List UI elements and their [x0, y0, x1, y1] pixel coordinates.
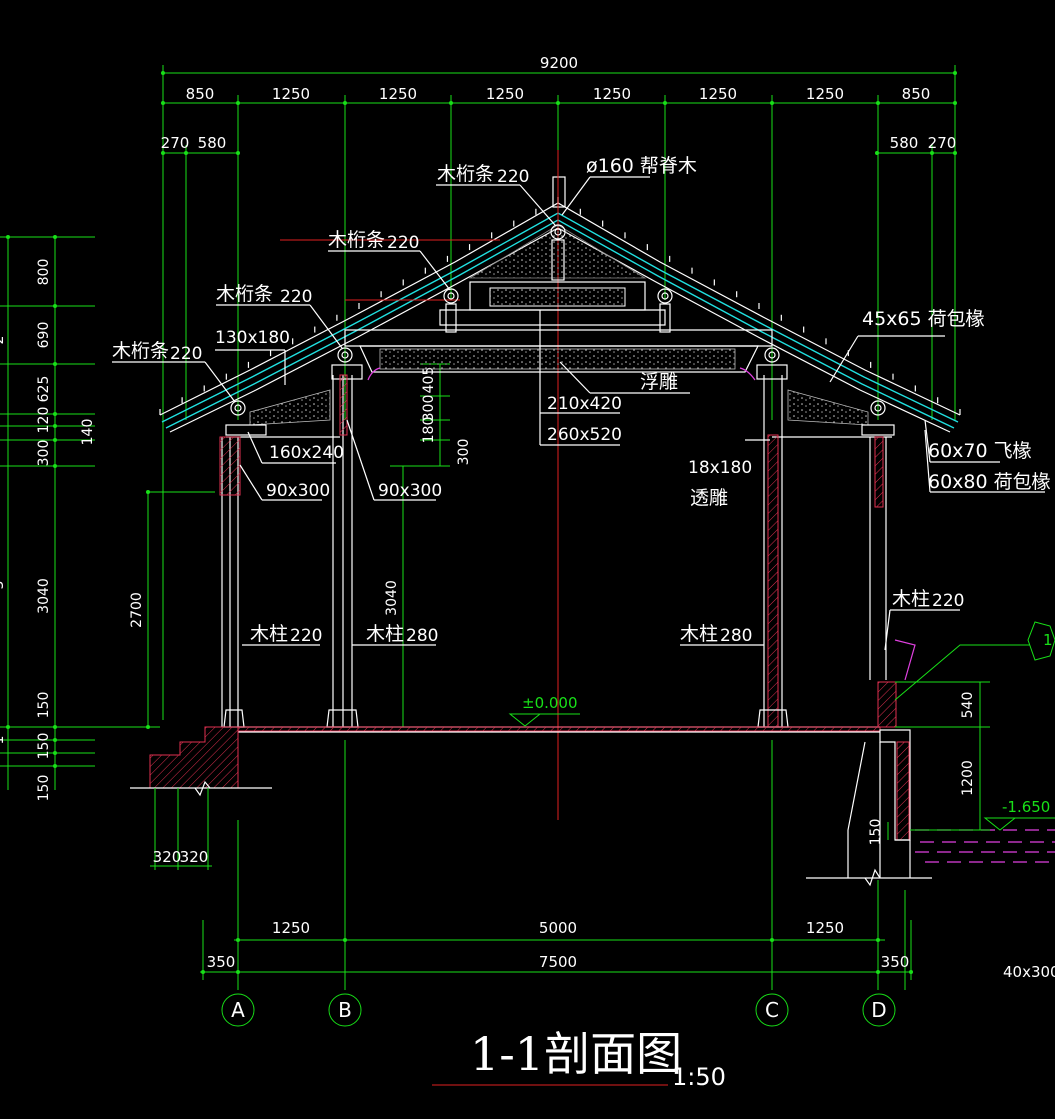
dim-left-120: 120	[36, 407, 52, 434]
label-beam-210: 210x420	[547, 394, 622, 414]
drawing-title-block: 1-1剖面图 1:50	[432, 1027, 726, 1091]
label-relief: 浮雕	[640, 371, 678, 393]
grid-axes: A B C D	[221, 993, 896, 1027]
drawing-scale: 1:50	[672, 1063, 726, 1091]
dim-left-150c: 150	[36, 775, 52, 802]
dim-mid-3040: 3040	[384, 580, 400, 616]
leaders	[112, 176, 1045, 651]
left-dimensions: 800 690 625 120 300 3040 150 150 150 140…	[0, 235, 215, 801]
label-beam-260: 260x520	[547, 425, 622, 445]
dim-left-2700: 2700	[129, 592, 145, 628]
dim-mid-300a: 300	[421, 395, 437, 422]
axis-b: B	[338, 998, 352, 1022]
dim-bottom-1250a: 1250	[272, 919, 310, 937]
dim-left-150a: 150	[36, 692, 52, 719]
label-column-a-size: 220	[290, 626, 322, 646]
columns	[219, 374, 887, 728]
dim-left-800: 800	[36, 259, 52, 286]
dim-bottom-5000: 5000	[539, 919, 577, 937]
dim-top-6: 1250	[699, 85, 737, 103]
dim-mid-300b: 300	[456, 439, 472, 466]
label-openwork: 透雕	[690, 487, 728, 509]
beams	[225, 224, 916, 681]
label-purlin-4: 木桁条	[112, 340, 169, 362]
dim-top-4: 1250	[486, 85, 524, 103]
dim-left-cut-1: 2	[0, 336, 7, 345]
label-column-c-size: 280	[720, 626, 752, 646]
label-beam-90a: 90x300	[266, 481, 330, 501]
dim-footing-2: 320	[180, 848, 209, 866]
dim-left-3040: 3040	[36, 578, 52, 614]
label-purlin-ridge: 木桁条	[437, 163, 494, 185]
axis-d: D	[871, 998, 886, 1022]
dim-left-300: 300	[36, 440, 52, 467]
dim-mid-180: 180	[421, 417, 437, 444]
dim-left-625: 625	[36, 376, 52, 403]
label-column-d: 木柱	[892, 588, 930, 610]
label-openwork-size: 18x180	[688, 458, 752, 478]
bottom-dimensions: 1250 5000 1250 350 7500 350	[200, 740, 913, 990]
dim-top-5: 1250	[593, 85, 631, 103]
label-purlin-4-size: 220	[170, 344, 202, 364]
dim-right-540: 540	[960, 692, 976, 719]
dim-bottom-350b: 350	[881, 953, 910, 971]
mid-dimensions: 405 300 180 300 3040	[384, 363, 472, 727]
dim-footing-1: 320	[153, 848, 182, 866]
dim-bottom-350a: 350	[207, 953, 236, 971]
dim-left-150b: 150	[36, 733, 52, 760]
dim-right-1200: 1200	[960, 760, 976, 796]
label-rafter-bottom: 60x80 荷包椽	[928, 471, 1051, 493]
dim-left-140: 140	[80, 419, 96, 446]
dim-mid-405: 405	[421, 367, 437, 394]
label-beam-160: 160x240	[269, 443, 344, 463]
labels: 木桁条 220 ø160 帮脊木 木桁条 220 木桁条 220 木桁条 220…	[112, 155, 1055, 981]
dim-right-150: 150	[868, 819, 884, 846]
label-rafter-top: 45x65 荷包椽	[862, 308, 985, 330]
label-purlin-2: 木桁条	[328, 229, 385, 251]
dim-bottom-7500: 7500	[539, 953, 577, 971]
label-column-a: 木柱	[250, 623, 288, 645]
label-column-b: 木柱	[366, 623, 404, 645]
label-beam-130: 130x180	[215, 328, 290, 348]
dim-top-7: 1250	[806, 85, 844, 103]
top-dimensions: 9200 850 1250 1250 1250 1250 1250 1250 8…	[161, 54, 957, 720]
label-purlin-2-size: 220	[387, 233, 419, 253]
label-beam-90b: 90x300	[378, 481, 442, 501]
label-purlin-3-size: 220	[280, 287, 312, 307]
dim-left-cut-3: 1	[0, 736, 7, 745]
dim-right-sub-2: 270	[928, 134, 957, 152]
label-flying-rafter: 60x70 飞椽	[928, 440, 1032, 462]
label-purlin-ridge-size: 220	[497, 167, 529, 187]
dim-right-sub-1: 580	[890, 134, 919, 152]
floor-foundation: 320 320 540 1200 150	[130, 621, 1055, 990]
elevation-floor: ±0.000	[522, 694, 578, 712]
label-purlin-3: 木桁条	[216, 283, 273, 305]
label-right-cut: 40x300	[1003, 963, 1055, 981]
dim-bottom-1250b: 1250	[806, 919, 844, 937]
dim-top-8: 850	[902, 85, 931, 103]
dim-top-2: 1250	[272, 85, 310, 103]
label-column-b-size: 280	[406, 626, 438, 646]
axis-c: C	[765, 998, 779, 1022]
dim-top-1: 850	[186, 85, 215, 103]
dim-left-cut-2: 3	[0, 581, 7, 590]
label-ridge-wood: ø160 帮脊木	[586, 155, 697, 177]
detail-marker: 1	[1043, 631, 1053, 649]
label-column-d-size: 220	[932, 591, 964, 611]
dim-left-690: 690	[36, 322, 52, 349]
dim-top-3: 1250	[379, 85, 417, 103]
axis-a: A	[231, 998, 245, 1022]
dim-left-sub-2: 580	[198, 134, 227, 152]
drawing-title: 1-1剖面图	[470, 1027, 682, 1081]
label-column-c: 木柱	[680, 623, 718, 645]
elevation-water: -1.650	[1002, 798, 1050, 816]
dim-left-sub-1: 270	[161, 134, 190, 152]
dim-total-width: 9200	[540, 54, 578, 72]
